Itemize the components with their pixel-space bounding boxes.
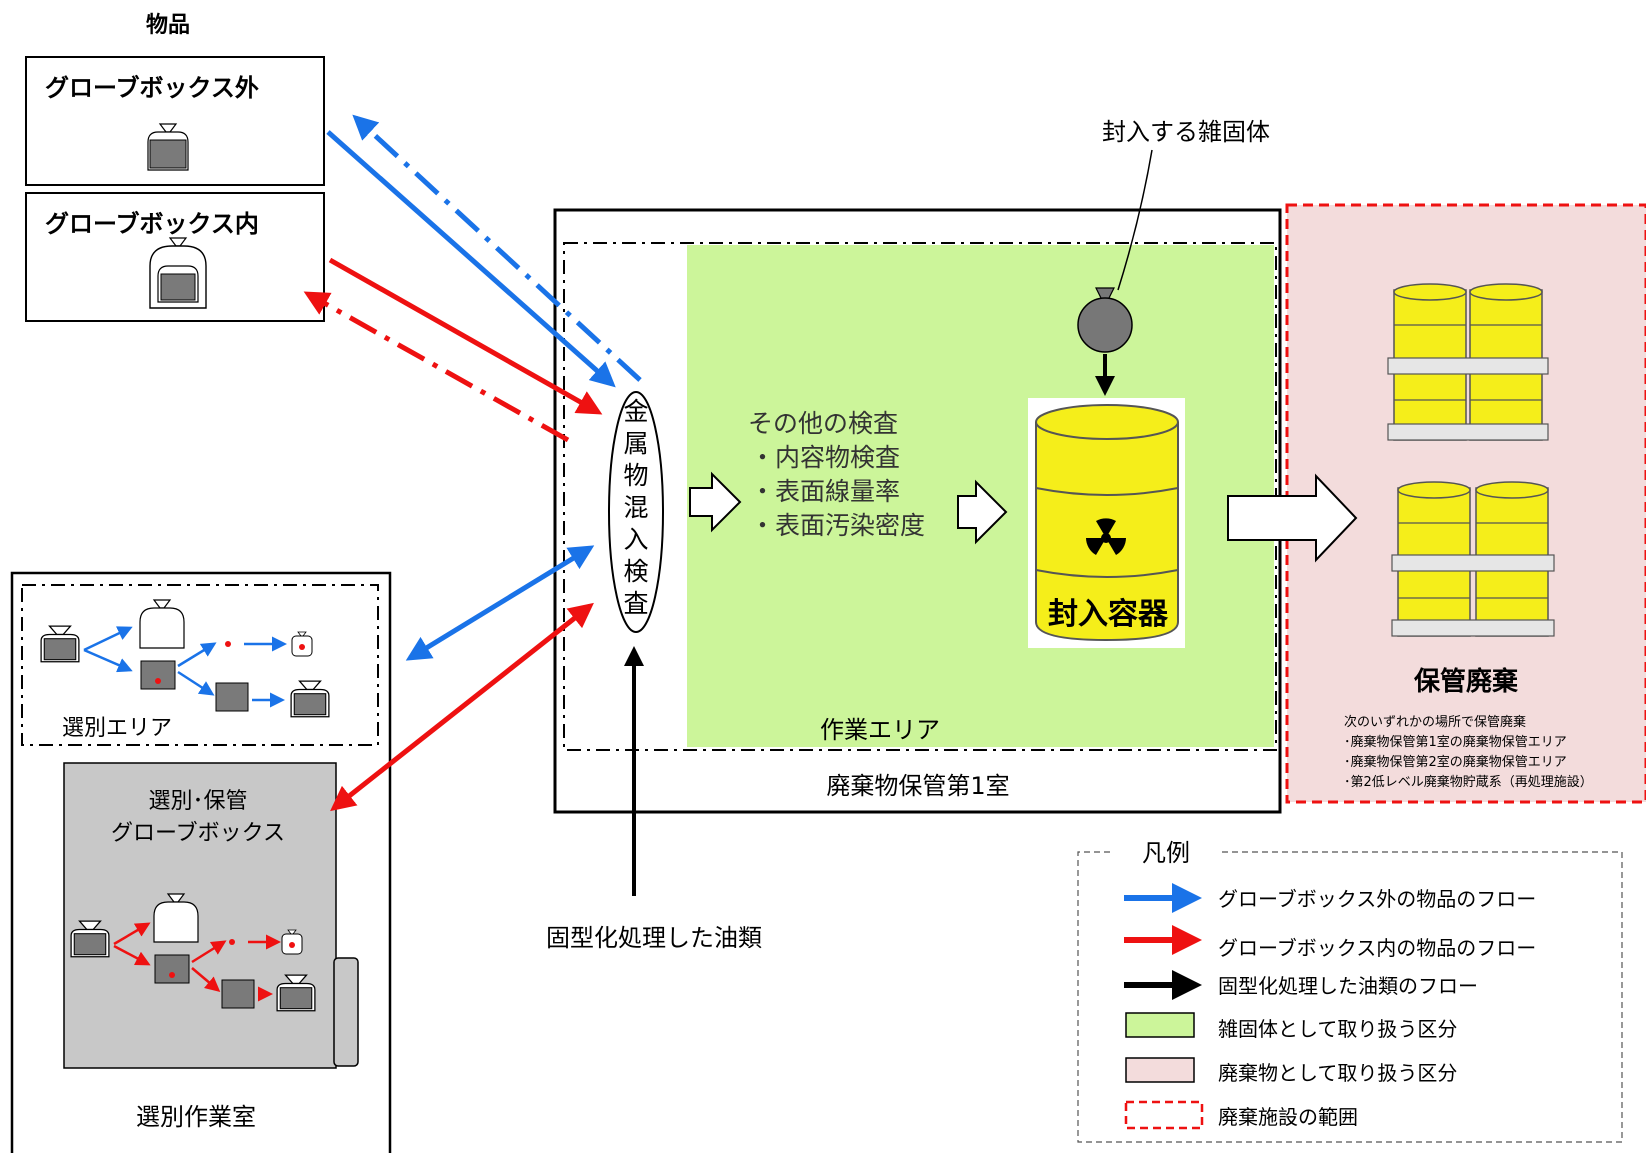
blue-flow-arrow [326,130,616,388]
storage-disposal-area: 保管廃棄 次のいずれかの場所で保管廃棄 ･廃棄物保管第1室の廃棄物保管エリア ･… [1227,203,1646,804]
legend-item: 固型化処理した油類のフロー [1218,974,1478,998]
drum-stack-top [1387,283,1549,441]
legend-title: 凡例 [1142,839,1190,867]
glovebox-flow [70,893,316,1012]
sorting-area-flow [40,599,330,718]
storage-note: ･廃棄物保管第2室の廃棄物保管エリア [1344,754,1567,770]
glovebox-label-1: 選別･保管 [148,789,247,814]
sorting-glovebox [63,762,337,1069]
storage-note: ･廃棄物保管第1室の廃棄物保管エリア [1344,734,1567,750]
metal-inspection-char: 金 [623,397,648,426]
storage-note: 次のいずれかの場所で保管廃棄 [1344,714,1526,730]
work-area-label: 作業エリア [820,716,940,744]
sorting-area-label: 選別エリア [62,716,172,741]
legend-item: グローブボックス内の物品のフロー [1218,936,1536,960]
metal-inspection-char: 属 [623,429,648,458]
legend-item: グローブボックス外の物品のフロー [1218,887,1536,911]
solid-waste-icon [1077,287,1133,353]
inspection-item: ・表面汚染密度 [750,511,925,540]
inspection-item: ・内容物検査 [750,443,900,472]
drum-stack-bottom [1391,481,1555,637]
legend: 凡例 グローブボックス外の物品のフロー グローブボックス内の物品のフロー 固型化… [1077,839,1623,1143]
seal-solid-leader [1117,149,1153,291]
legend-red-dashed-box-icon [1124,1100,1204,1130]
red-bidirectional-arrow [330,602,594,812]
legend-item: 雑固体として取り扱う区分 [1218,1017,1457,1041]
red-flow-arrow [328,257,603,415]
sorting-room: 選別エリア 選 [10,571,392,1153]
other-inspections-title: その他の検査 [748,409,898,438]
inside-glovebox-label: グローブボックス内 [45,210,259,238]
oil-label: 固型化処理した油類 [546,924,762,952]
blue-return-arrow [352,114,642,382]
storage-room-label: 廃棄物保管第1室 [826,772,1009,800]
outside-glovebox-label: グローブボックス外 [45,74,259,102]
waste-storage-room-1: 作業エリア 廃棄物保管第1室 金 属 物 混 入 検 査 その他の検査 ・内容物… [553,208,1282,814]
items-heading: 物品 [146,12,190,38]
hollow-arrow-to-container [957,479,1008,545]
metal-inspection-ellipse [608,391,664,633]
double-bag-icon [149,237,207,309]
flow-arrows [303,114,644,896]
outside-glovebox-box: グローブボックス外 [25,56,325,186]
metal-inspection-char: 混 [623,493,648,522]
legend-item: 廃棄施設の範囲 [1218,1105,1358,1129]
legend-green-box-icon [1125,1012,1195,1038]
metal-inspection-char: 物 [623,461,648,490]
hollow-arrow-to-inspections [689,471,742,533]
metal-inspection-char: 入 [623,525,648,554]
storage-note: ･第2低レベル廃棄物貯蔵系（再処理施設） [1344,774,1593,790]
legend-item: 廃棄物として取り扱う区分 [1218,1061,1457,1085]
seal-solid-label: 封入する雑固体 [1102,118,1270,146]
sealing-container-drum: 封入容器 [1028,398,1185,648]
bag-icon [147,123,189,171]
glovebox-side-port [333,957,359,1067]
radiation-icon [1086,518,1126,555]
glovebox-label-2: グローブボックス [111,821,285,846]
storage-disposal-title: 保管廃棄 [1413,666,1519,697]
metal-inspection-char: 検 [623,557,648,586]
red-return-arrow [303,291,570,443]
metal-inspection-char: 査 [623,589,648,618]
hollow-arrow-to-storage [1227,473,1358,563]
inside-glovebox-box: グローブボックス内 [25,192,325,322]
sorting-room-label: 選別作業室 [136,1103,256,1131]
inspection-item: ・表面線量率 [750,477,900,506]
container-label: 封入容器 [1048,597,1169,632]
legend-pink-box-icon [1125,1057,1195,1083]
